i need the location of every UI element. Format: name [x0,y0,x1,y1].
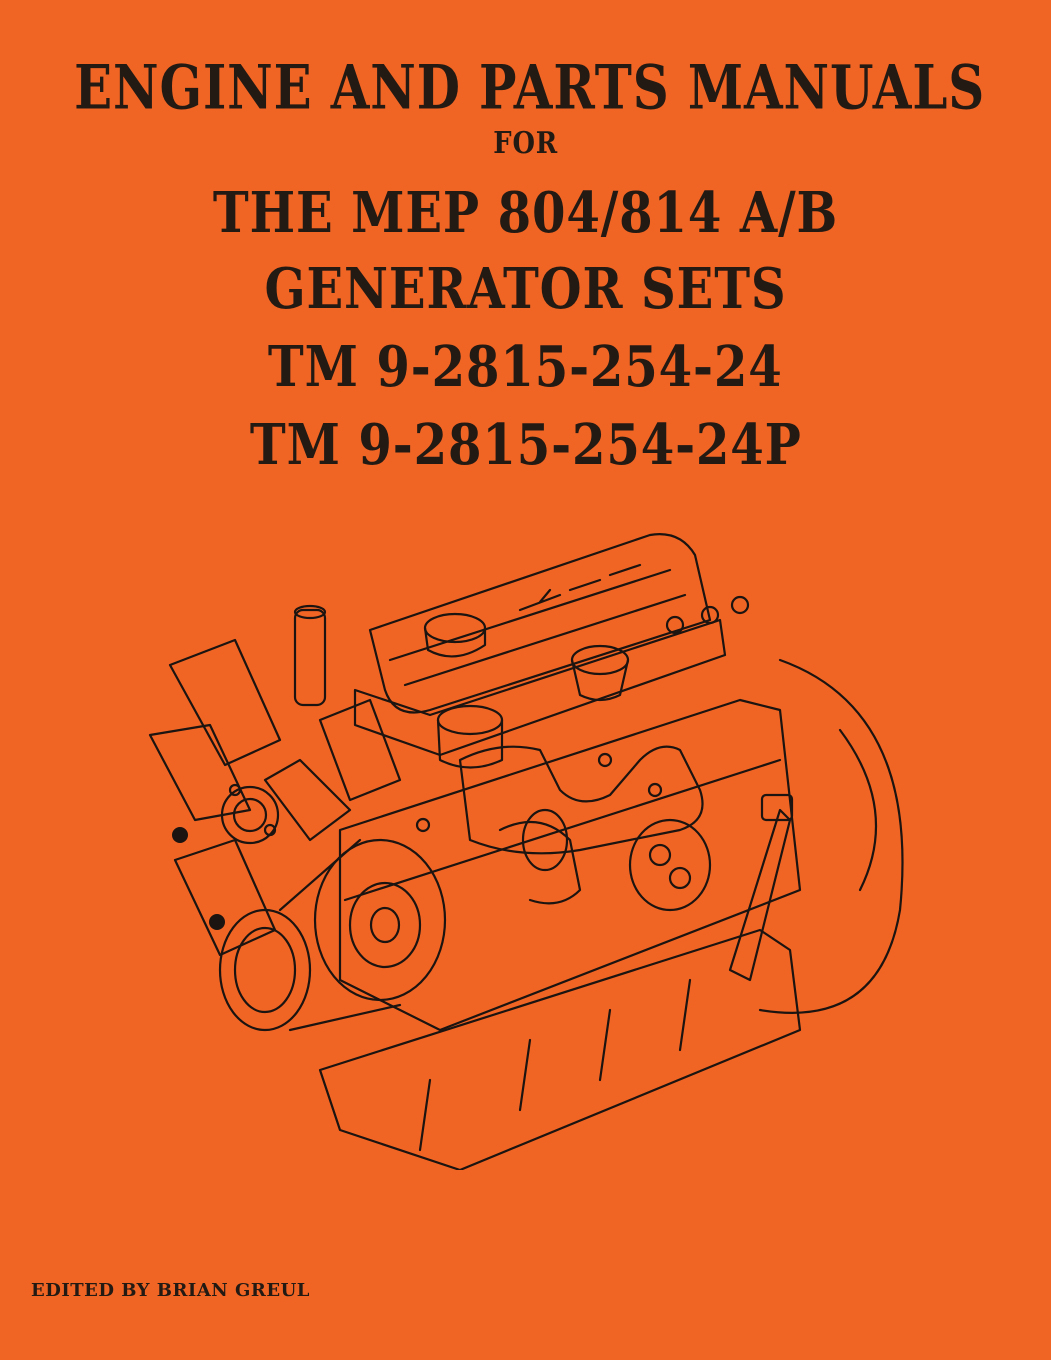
title-text: TM 9-2815-254-24 [268,334,783,400]
title-text: Engine and Parts Manuals [74,52,986,124]
title-line-3: The MEP 804/814 A/B [0,180,1051,246]
title-line-4: Generator Sets [0,256,1051,322]
tm-number-2: TM 9-2815-254-24P [0,412,1051,478]
title-text: Generator Sets [264,256,787,322]
title-line-2: for [0,126,1051,161]
title-text: The MEP 804/814 A/B [212,180,839,246]
title-text: TM 9-2815-254-24P [249,412,802,478]
editor-credit: Edited by Brian Greul [31,1280,310,1301]
tm-number-1: TM 9-2815-254-24 [0,334,1051,400]
title-line-1: Engine and Parts Manuals [0,52,1051,123]
title-text: for [493,126,558,161]
engine-illustration [148,533,904,1170]
